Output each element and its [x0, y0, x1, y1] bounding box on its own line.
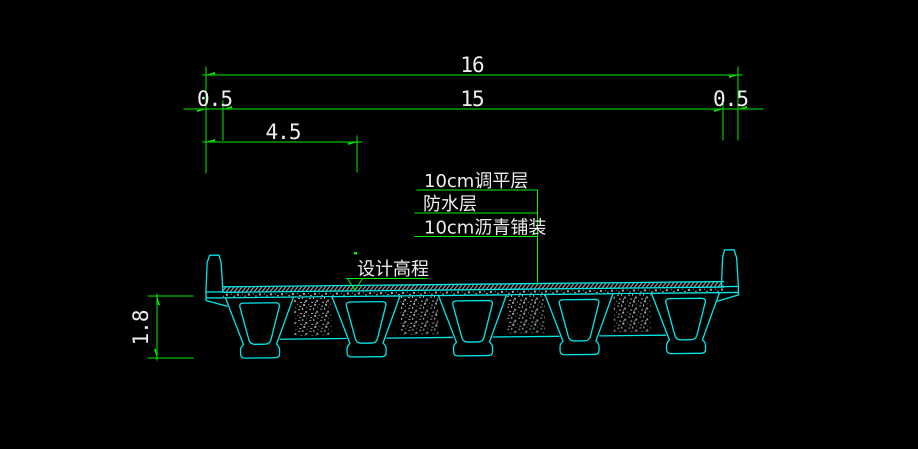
- elevation-triangle-icon: [346, 278, 364, 292]
- right-wing-edge: [716, 285, 740, 302]
- dim-text-edge-left: 0.5: [197, 87, 232, 111]
- dim-text-roadway-width: 15: [460, 87, 483, 111]
- hinge-bottom-line: [279, 337, 347, 340]
- hinge-joint: [294, 297, 332, 336]
- leader-lines: [345, 189, 538, 292]
- label-waterproof-layer: 防水层: [423, 194, 477, 215]
- node-point-icon: [354, 252, 357, 255]
- hinge-bottom-line: [492, 335, 560, 338]
- hinge-joint: [613, 293, 652, 333]
- annotation-text: 16 15 0.5 0.5 4.5 1.8 10cm调平层 防水层 10cm沥青…: [129, 53, 749, 345]
- dimension-ticks: [154, 72, 747, 358]
- girder: [224, 296, 295, 359]
- hinge-joint: [506, 294, 545, 334]
- pavement-top-line: [222, 280, 725, 288]
- cross-section-geometry: [205, 249, 740, 359]
- leveling-layer-hatch: [222, 287, 724, 298]
- waterproof-line: [222, 286, 725, 293]
- girder: [437, 294, 508, 357]
- left-wing-edge: [205, 291, 228, 307]
- hinge-bottom-line: [599, 334, 667, 337]
- label-design-elevation: 设计高程: [357, 259, 429, 280]
- girder: [544, 293, 615, 356]
- hinge-bottom-line: [386, 336, 454, 339]
- hinge-joints: [279, 293, 667, 340]
- dim-text-offset: 4.5: [266, 120, 301, 144]
- label-asphalt-pavement: 10cm沥青铺装: [424, 218, 546, 239]
- girder: [650, 291, 721, 355]
- right-barrier: [720, 249, 740, 288]
- asphalt-layer-hatch: [222, 282, 724, 293]
- dimension-lines: [147, 66, 764, 361]
- dim-text-girder-height: 1.8: [129, 310, 153, 345]
- hinge-joint: [400, 296, 439, 335]
- label-leveling-layer: 10cm调平层: [424, 171, 528, 192]
- dim-text-edge-right: 0.5: [713, 87, 748, 111]
- left-barrier: [205, 254, 224, 293]
- dim-text-overall-width: 16: [460, 53, 484, 77]
- girder: [331, 295, 402, 358]
- deck-top-line: [205, 291, 740, 299]
